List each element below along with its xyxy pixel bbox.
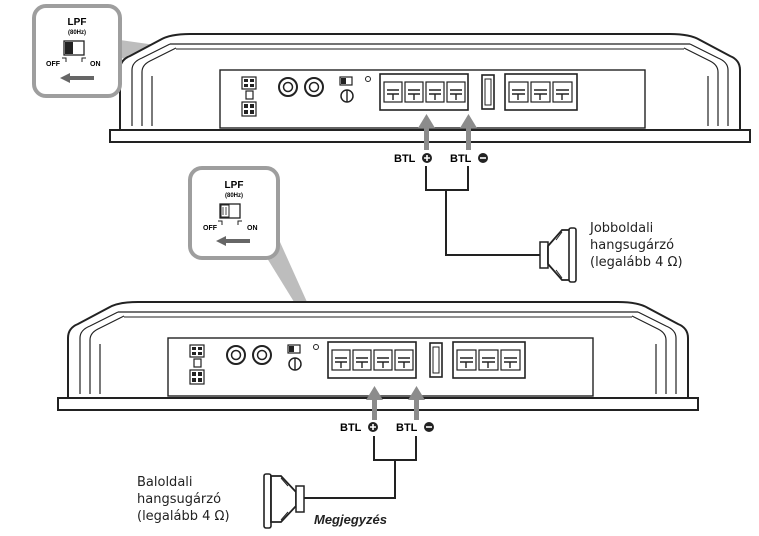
lpf-title: LPF	[225, 180, 244, 191]
lpf-subtitle: (80Hz)	[225, 193, 243, 199]
lpf-switch-knob	[220, 204, 230, 218]
btl-plus-label-top: BTL	[394, 153, 416, 165]
left-speaker-line1: Baloldali	[137, 475, 193, 490]
btl-arrows-bottom	[366, 386, 425, 420]
arrow-left-icon	[60, 73, 94, 83]
right-speaker-line1: Jobboldali	[590, 221, 654, 236]
lpf-off-label: OFF	[203, 225, 218, 232]
btl-minus-label-bottom: BTL	[396, 422, 418, 434]
lpf-switch-knob	[65, 42, 73, 54]
left-speaker-label: Baloldali hangsugárzó (legalább 4 Ω)	[137, 474, 230, 525]
lpf-callout-bottom: LPF (80Hz) OFF ON	[188, 166, 280, 260]
speaker-wire-left	[300, 436, 417, 499]
lpf-subtitle: (80Hz)	[68, 30, 86, 36]
lpf-on-label: ON	[90, 61, 101, 68]
arrow-left-icon	[216, 236, 250, 246]
amplifier-bottom	[57, 242, 699, 411]
speaker-wire-right	[425, 166, 540, 256]
btl-plus-label-bottom: BTL	[340, 422, 362, 434]
right-speaker-label: Jobboldali hangsugárzó (legalább 4 Ω)	[590, 220, 683, 271]
left-speaker-line3: (legalább 4 Ω)	[137, 509, 230, 524]
note-heading: Megjegyzés	[314, 512, 387, 527]
right-speaker-line2: hangsugárzó	[590, 238, 675, 253]
btl-minus-label-top: BTL	[450, 153, 472, 165]
speaker-left-icon	[263, 473, 305, 529]
lpf-title: LPF	[68, 17, 87, 28]
btl-arrows-top	[418, 114, 477, 150]
lpf-on-label: ON	[247, 225, 258, 232]
lpf-off-label: OFF	[46, 61, 61, 68]
lpf-callout-top: LPF (80Hz) OFF ON	[32, 4, 122, 98]
amplifier-top	[109, 33, 751, 143]
speaker-right-icon	[539, 227, 577, 283]
left-speaker-line2: hangsugárzó	[137, 492, 222, 507]
right-speaker-line3: (legalább 4 Ω)	[590, 255, 683, 270]
